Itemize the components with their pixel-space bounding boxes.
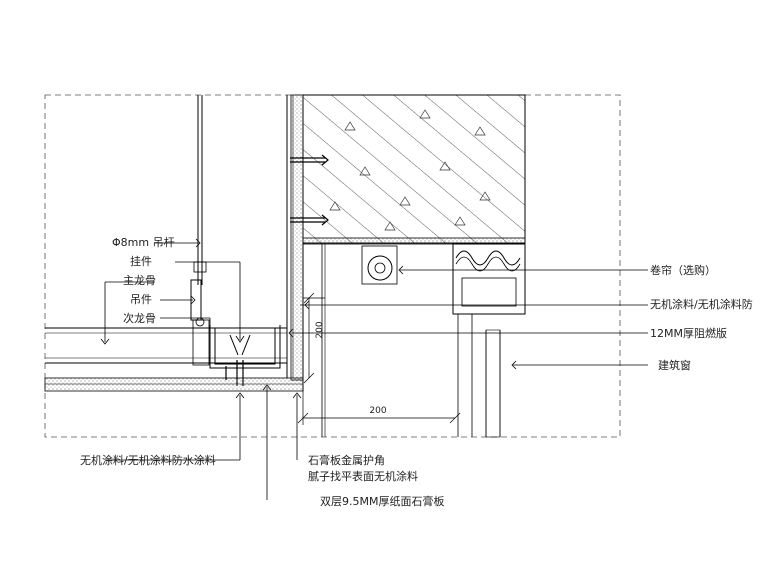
suspension-rod [190, 95, 210, 366]
label-corner-line1: 石膏板金属护角 [308, 453, 385, 467]
leader-lines-right [288, 265, 648, 370]
roller-blind-pocket [321, 244, 398, 437]
leader-lines-bottom [105, 384, 302, 500]
label-hanger: 挂件 [130, 254, 152, 268]
label-window: 建筑窗 [658, 358, 691, 372]
label-gypsum-board: 双层9.5MM厚纸面石膏板 [320, 494, 444, 508]
dimension-vertical-label: 200 [315, 321, 325, 338]
wall-anchors [290, 154, 329, 226]
dimension-horizontal [297, 391, 461, 425]
label-clip: 吊件 [130, 293, 152, 306]
detail-boundary [44, 94, 621, 438]
label-main-keel: 主龙骨 [123, 274, 156, 287]
main-keel [45, 327, 287, 364]
label-rod: Φ8mm 吊杆 [112, 235, 175, 249]
wall-board-layers [286, 94, 304, 381]
label-fire-board: 12MM厚阻燃版 [650, 326, 727, 340]
building-window [452, 243, 526, 438]
sub-keel [209, 325, 281, 369]
dimension-vertical [303, 292, 325, 384]
label-sub-keel: 次龙骨 [123, 311, 156, 325]
gypsum-board-ceiling [44, 243, 304, 392]
concrete-beam [302, 94, 526, 245]
label-paint-bottom: 无机涂料/无机涂料防水涂料 [80, 453, 216, 467]
leader-lines-left [100, 238, 245, 345]
dimension-horizontal-label: 200 [369, 406, 386, 416]
label-paint-right: 无机涂料/无机涂料防 [650, 297, 753, 311]
label-corner-line2: 腻子找平表面无机涂料 [308, 469, 418, 483]
label-roller-blind: 卷帘（选购） [650, 263, 716, 277]
